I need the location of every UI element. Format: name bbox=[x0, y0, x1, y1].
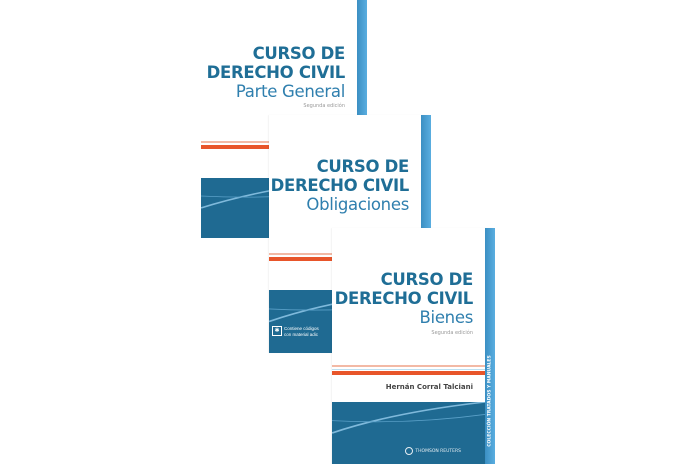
title-line-2: DERECHO CIVIL bbox=[270, 176, 410, 195]
edition-label: Segunda edición bbox=[431, 330, 473, 336]
title-line-1: CURSO DE bbox=[316, 157, 410, 176]
author-name: Hernán Corral Talciani bbox=[385, 383, 473, 391]
publisher-logo-icon bbox=[405, 447, 414, 455]
promo-line-1: Contiene códigos bbox=[284, 326, 319, 331]
book-title: CURSO DE DERECHO CIVIL Obligaciones bbox=[270, 157, 410, 214]
book-subtitle: Parte General bbox=[235, 82, 345, 101]
stripe-blue bbox=[332, 369, 485, 370]
stripe-light bbox=[332, 365, 485, 367]
title-line-2: DERECHO CIVIL bbox=[334, 289, 474, 308]
code-icon: ✱ bbox=[272, 326, 282, 336]
book-subtitle: Bienes bbox=[419, 308, 474, 327]
book-title: CURSO DE DERECHO CIVIL Bienes bbox=[334, 270, 474, 327]
cover-spine-bar bbox=[485, 228, 495, 464]
cover-blue-block: THOMSON REUTERS bbox=[332, 402, 485, 464]
spine-collection-text: COLECCIÓN TRATADOS Y MANUALES bbox=[486, 355, 494, 447]
publisher-name: THOMSON REUTERS bbox=[415, 448, 461, 454]
book-title: CURSO DE DERECHO CIVIL Parte General bbox=[206, 44, 346, 101]
book-subtitle: Obligaciones bbox=[306, 195, 409, 214]
title-line-1: CURSO DE bbox=[380, 270, 474, 289]
cover-spine-bar bbox=[357, 0, 367, 115]
book-cover-bienes: COLECCIÓN TRATADOS Y MANUALES CURSO DE D… bbox=[332, 228, 495, 464]
title-line-2: DERECHO CIVIL bbox=[206, 63, 346, 82]
title-line-1: CURSO DE bbox=[252, 44, 346, 63]
edition-label: Segunda edición bbox=[303, 103, 345, 109]
promo-line-2: con material adic bbox=[284, 332, 319, 337]
stripe-orange bbox=[332, 371, 485, 375]
collection-label: COLECCIÓN TRATADOS Y MANUALES bbox=[487, 355, 493, 447]
publisher-logo: THOMSON REUTERS bbox=[405, 447, 461, 455]
cover-spine-bar bbox=[421, 115, 431, 228]
